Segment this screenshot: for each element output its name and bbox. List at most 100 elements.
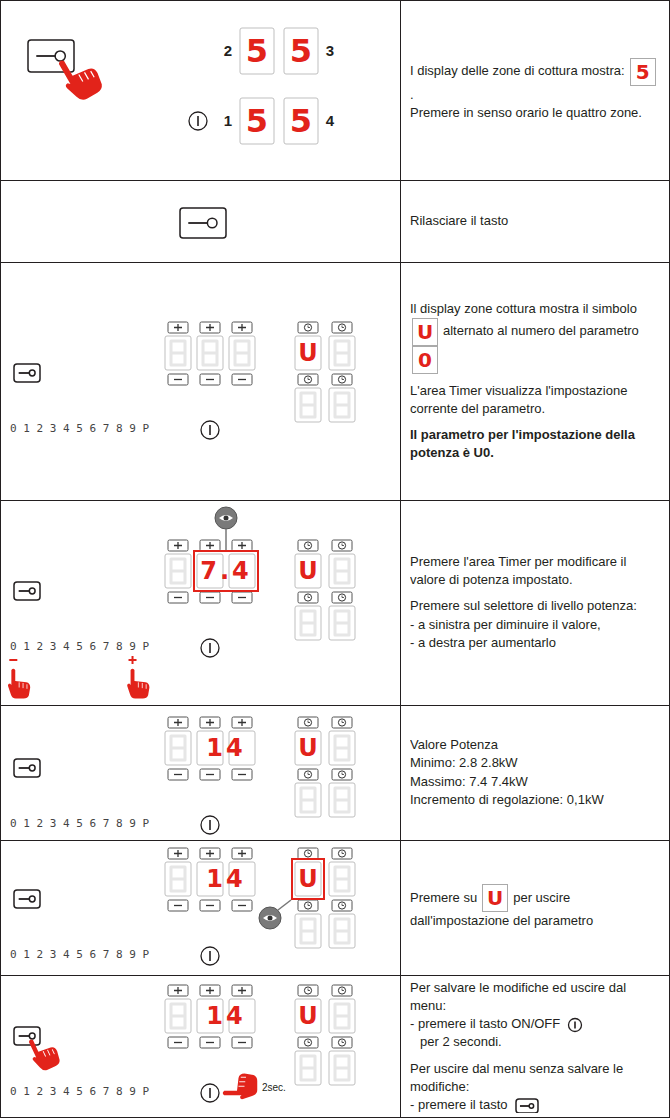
- timer-button: [298, 985, 318, 996]
- button-sign: [238, 597, 246, 598]
- parameter-symbol: U: [295, 999, 321, 1033]
- eye-icon: [263, 915, 277, 921]
- plus-button: [200, 322, 220, 333]
- unlit-segments: [301, 393, 315, 417]
- clock-hands: [308, 773, 310, 775]
- row-divider: [0, 975, 670, 976]
- plus-button: [168, 322, 188, 333]
- clock-icon: [304, 1039, 311, 1046]
- display-frame: [295, 862, 321, 896]
- instruction-text: Incremento di regolazione: 0,1kW: [410, 792, 604, 807]
- key-symbol: [36, 55, 55, 57]
- unlit-segments: [171, 559, 185, 583]
- display-frame: [329, 914, 355, 948]
- power-symbol: [209, 951, 211, 961]
- minus-button: [168, 769, 188, 780]
- button-sign: [206, 542, 214, 549]
- plus-button: [232, 717, 252, 728]
- button-sign: [206, 905, 214, 906]
- text-line: Premere suUper uscire dall'impostazione …: [410, 884, 662, 930]
- timer-button: [298, 848, 318, 859]
- text-line: per 2 secondi.: [410, 1033, 662, 1051]
- instruction-text: Premere sul selettore di livello potenza…: [410, 598, 637, 613]
- instruction-text: - premere il tasto: [410, 1097, 508, 1112]
- button-sign: [238, 850, 246, 857]
- button-sign: [238, 987, 246, 994]
- button-sign: [174, 542, 182, 549]
- power-symbol: [574, 1021, 576, 1028]
- instruction-text: Premere su: [410, 890, 477, 905]
- instruction-text: alternato al numero del parametro: [443, 323, 639, 338]
- zone-number: 1: [220, 98, 236, 144]
- power-symbol: [209, 643, 211, 653]
- instruction-cell: Premere suUper uscire dall'impostazione …: [410, 845, 662, 970]
- key-symbol: [19, 590, 30, 592]
- pointing-hand: [127, 669, 149, 699]
- display-frame: [329, 999, 355, 1033]
- text-line: Premere sul selettore di livello potenza…: [410, 597, 662, 615]
- unlit-segments: [335, 1056, 349, 1080]
- column-divider: [400, 0, 401, 1118]
- text-line: Valore Potenza: [410, 736, 662, 754]
- button-sign: [174, 774, 182, 775]
- button-sign: [206, 850, 214, 857]
- instruction-text: Rilasciare il tasto: [410, 213, 508, 228]
- button-sign: [206, 324, 214, 331]
- timer-button: [332, 769, 352, 780]
- clock-hands: [308, 1041, 310, 1043]
- display-frame: [329, 1051, 355, 1085]
- slider-scale: 0 1 2 3 4 5 6 7 8 9 P: [10, 817, 149, 831]
- button-sign: [174, 850, 182, 857]
- display-frame: [284, 28, 318, 74]
- minus-button: [232, 1037, 252, 1048]
- clock-icon: [304, 850, 311, 857]
- timer-button: [332, 985, 352, 996]
- plus-button: [232, 848, 252, 859]
- unlit-segments: [335, 919, 349, 943]
- instruction-text: Minimo: 2.8 2.8kW: [410, 755, 518, 770]
- minus-button: [232, 374, 252, 385]
- button-sign: [238, 905, 246, 906]
- power-symbol: [209, 425, 211, 435]
- display-frame: [165, 336, 191, 370]
- timer-button: [332, 900, 352, 911]
- minus-button: [232, 900, 252, 911]
- clock-hands: [308, 378, 310, 380]
- key-button: [14, 582, 40, 600]
- key-symbol: [29, 765, 35, 771]
- key-symbol: [207, 218, 217, 228]
- unlit-segments: [335, 867, 349, 891]
- key-symbol: [29, 370, 35, 376]
- instruction-text: - a destra per aumentarlo: [410, 635, 556, 650]
- minus-button: [168, 374, 188, 385]
- unlit-segments: [301, 1056, 315, 1080]
- instruction-text: I display delle zone di cottura mostra:: [410, 63, 625, 78]
- unlit-segments: [203, 341, 217, 365]
- eye-icon: [259, 907, 281, 929]
- minus-button: [200, 374, 220, 385]
- unlit-segments: [335, 736, 349, 760]
- key-button: [14, 1027, 40, 1045]
- unlit-segments: [171, 736, 185, 760]
- instruction-text: Il parametro per l'impostazione della po…: [410, 427, 635, 460]
- button-sign: [238, 542, 246, 549]
- plus-button: [232, 985, 252, 996]
- clock-hands: [342, 544, 344, 546]
- display-frame: [295, 914, 321, 948]
- button-sign: [174, 379, 182, 380]
- key-symbol: [529, 1103, 533, 1107]
- display-frame: [295, 731, 321, 765]
- unlit-segments: [301, 919, 315, 943]
- clock-hands: [342, 904, 344, 906]
- button-sign: [174, 987, 182, 994]
- plus-button: [168, 540, 188, 551]
- power-value: 14: [197, 731, 255, 765]
- power-button: [189, 112, 207, 130]
- unlit-segments: [171, 341, 185, 365]
- button-sign: [238, 774, 246, 775]
- instruction-cell: I display delle zone di cottura mostra:5…: [410, 5, 662, 175]
- leader-line: [278, 900, 291, 910]
- text-line: - a destra per aumentarlo: [410, 634, 662, 652]
- minus-button: [168, 1037, 188, 1048]
- text-line: Per salvare le modifiche ed uscire dal m…: [410, 980, 662, 1015]
